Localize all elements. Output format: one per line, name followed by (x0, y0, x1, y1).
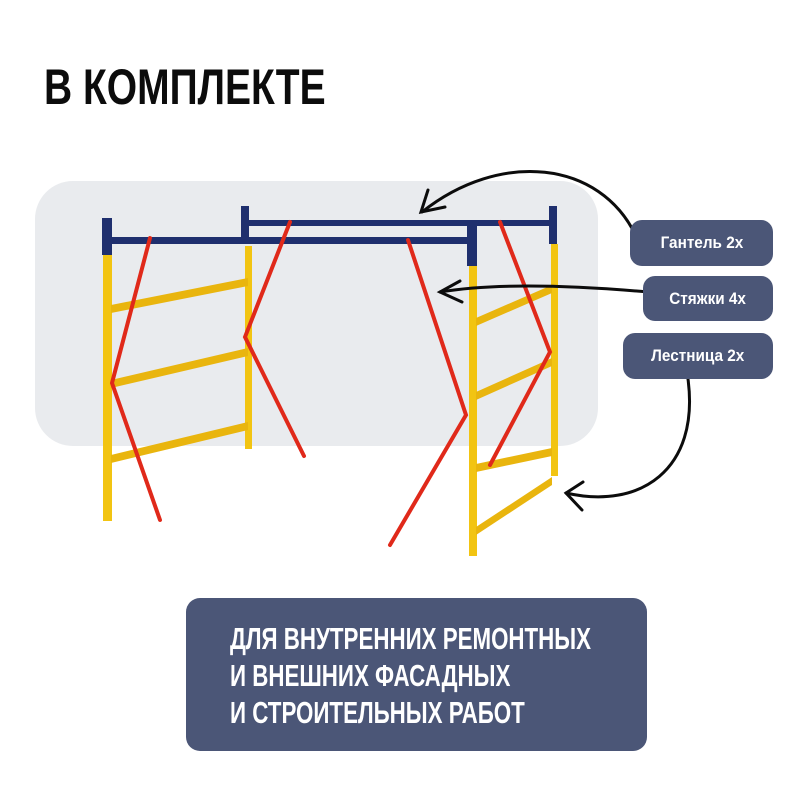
callout-label: Лестница 2х (651, 346, 745, 365)
arrow-to-ladder (564, 377, 691, 499)
front-top-bar (110, 237, 470, 244)
arrow-to-top-bars (420, 170, 638, 238)
ladder-frame-left (102, 218, 252, 521)
usage-line: И ВНЕШНИХ ФАСАДНЫХ (230, 658, 511, 693)
page-title: В КОМПЛЕКТЕ (44, 59, 326, 115)
callout-ladders: Лестница 2х (623, 333, 773, 379)
back-top-bar (241, 206, 557, 244)
usage-line: И СТРОИТЕЛЬНЫХ РАБОТ (230, 695, 525, 730)
callout-top-bars: Гантель 2х (630, 220, 773, 266)
callout-braces: Стяжки 4х (643, 276, 773, 321)
usage-line: ДЛЯ ВНУТРЕННИХ РЕМОНТНЫХ (230, 621, 592, 656)
usage-text: ДЛЯ ВНУТРЕННИХ РЕМОНТНЫХ И ВНЕШНИХ ФАСАД… (230, 620, 591, 731)
diagonal-braces (109, 220, 553, 547)
callout-label: Гантель 2х (660, 233, 743, 252)
ladder-frame-right (467, 220, 558, 556)
arrows (418, 170, 691, 512)
callout-label: Стяжки 4х (669, 288, 747, 308)
arrow-to-braces (438, 284, 650, 294)
usage-banner (186, 598, 647, 751)
